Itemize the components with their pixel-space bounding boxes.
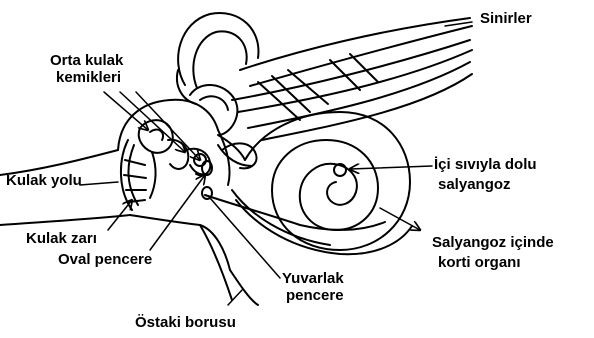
label-sinirler: Sinirler <box>480 10 532 27</box>
label-salyangoz-line2: salyangoz <box>434 176 537 193</box>
label-oval-pencere: Oval pencere <box>58 251 152 268</box>
label-ostaki-borusu: Östaki borusu <box>135 314 236 331</box>
label-korti-line2: korti organı <box>432 254 554 271</box>
label-kulak-yolu: Kulak yolu <box>6 172 82 189</box>
label-orta-kulak-line2: kemikleri <box>50 69 123 86</box>
label-orta-kulak-kemikleri: Orta kulak kemikleri <box>50 52 123 86</box>
label-yuvarlak-line2: pencere <box>282 287 344 304</box>
label-kulak-zari: Kulak zarı <box>26 230 97 247</box>
cochlea <box>232 112 412 254</box>
nerve-bundle <box>232 18 472 140</box>
label-salyangoz: İçi sıvıyla dolu salyangoz <box>434 156 537 193</box>
label-orta-kulak-line1: Orta kulak <box>50 52 123 69</box>
eardrum <box>121 140 146 210</box>
label-korti-organi: Salyangoz içinde korti organı <box>432 234 554 271</box>
label-yuvarlak-pencere: Yuvarlak pencere <box>282 270 344 304</box>
round-window <box>202 187 212 199</box>
label-yuvarlak-line1: Yuvarlak <box>282 270 344 287</box>
label-korti-line1: Salyangoz içinde <box>432 234 554 251</box>
semicircular-canals <box>177 13 258 168</box>
label-salyangoz-line1: İçi sıvıyla dolu <box>434 156 537 173</box>
